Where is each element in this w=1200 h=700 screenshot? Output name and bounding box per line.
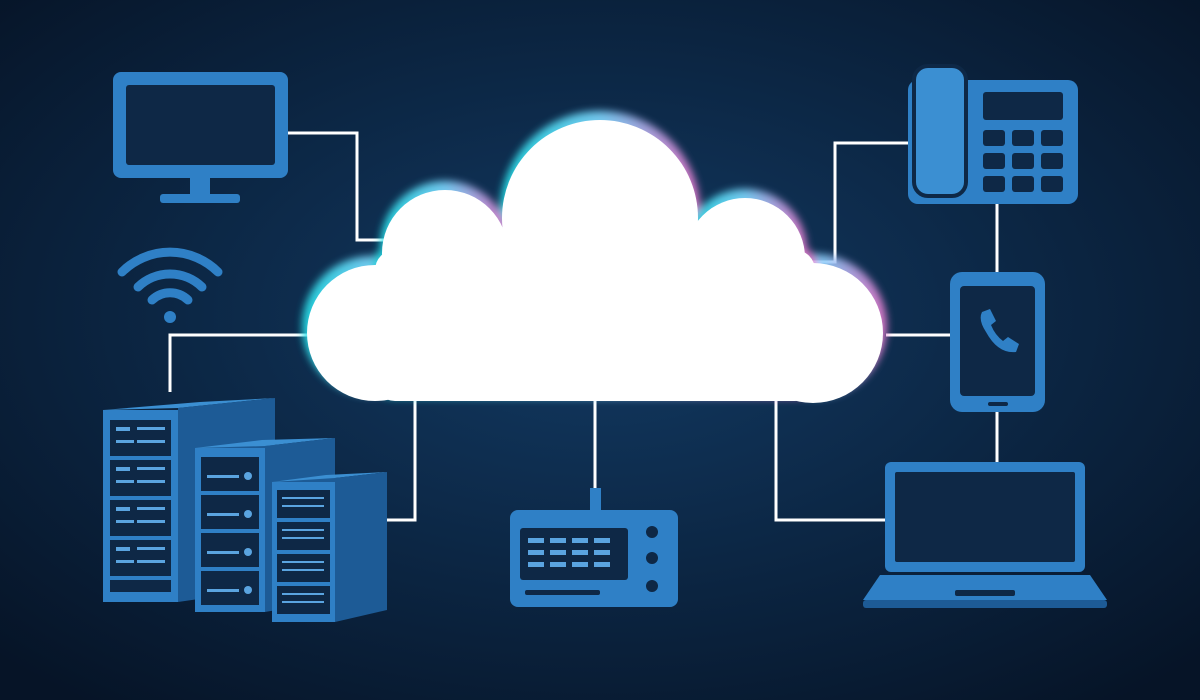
server-tower-3 bbox=[272, 472, 387, 622]
server-rack-icon bbox=[103, 398, 387, 622]
monitor-icon bbox=[113, 72, 288, 203]
line-laptop bbox=[774, 400, 886, 522]
desk-phone-icon bbox=[908, 64, 1078, 204]
line-monitor bbox=[288, 131, 388, 242]
line-wifi bbox=[168, 333, 308, 392]
line-servers bbox=[387, 400, 417, 522]
wifi-icon bbox=[117, 247, 223, 323]
cloud-icon bbox=[302, 111, 887, 403]
laptop-icon bbox=[863, 462, 1107, 608]
call-icon bbox=[980, 309, 1019, 353]
smartphone-icon bbox=[950, 272, 1045, 412]
router-icon bbox=[510, 488, 678, 607]
connector-lines bbox=[168, 131, 999, 522]
